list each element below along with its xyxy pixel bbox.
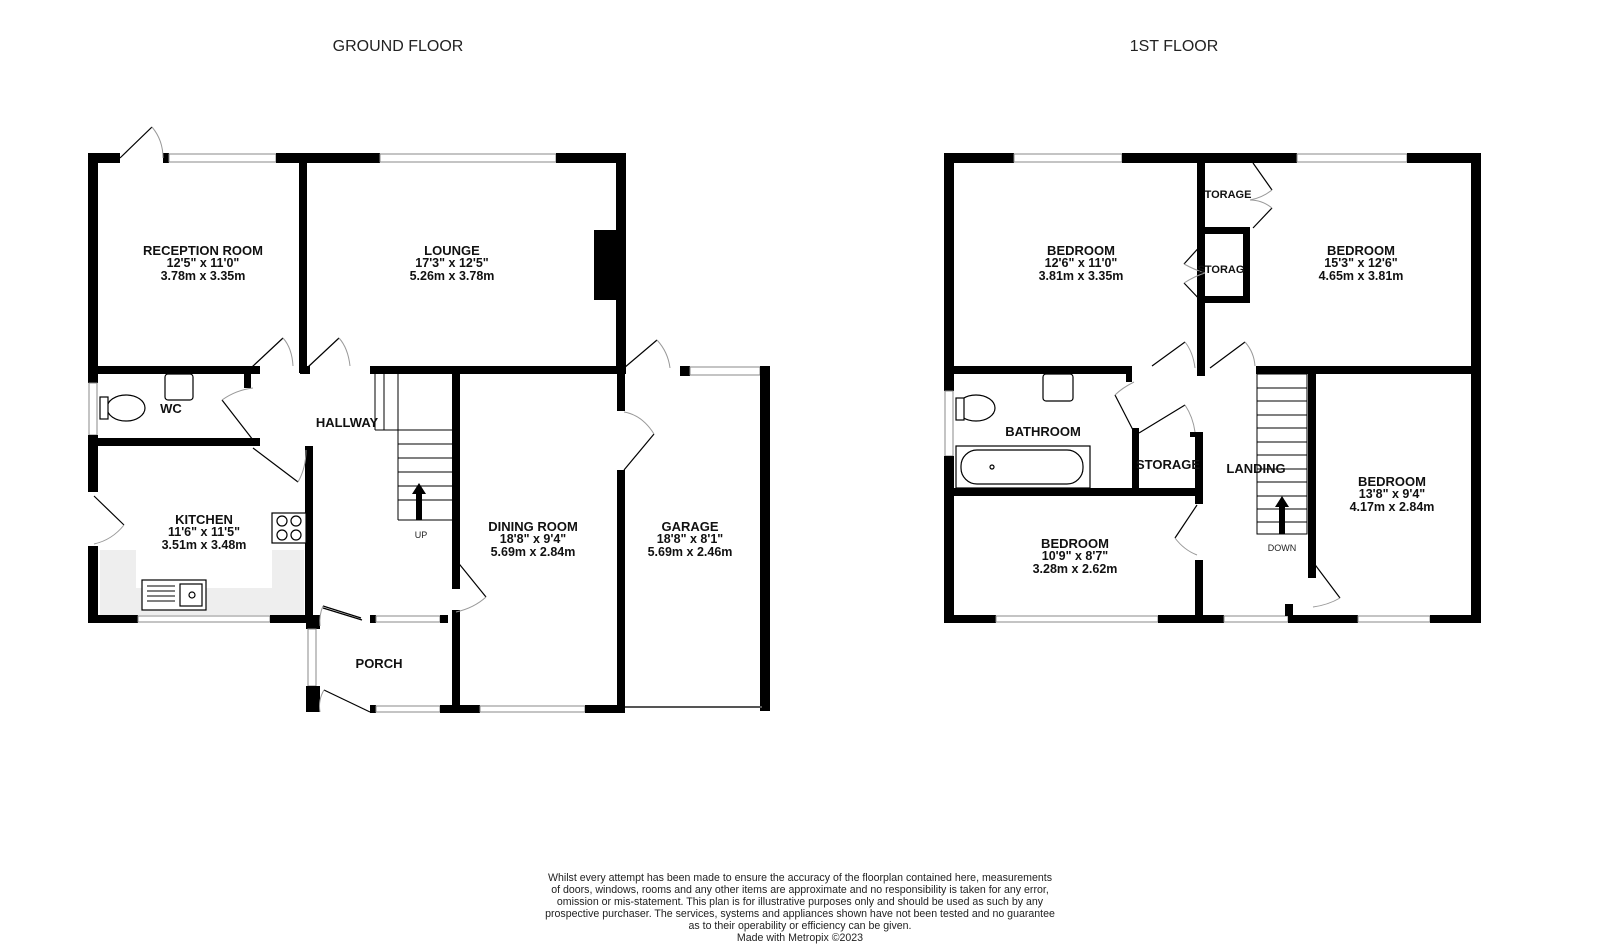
- ground-doors: [93, 126, 671, 713]
- disclaimer-line: of doors, windows, rooms and any other i…: [551, 884, 1049, 896]
- room-hallway: HALLWAY: [315, 415, 379, 430]
- first-stairs: [1256, 373, 1308, 535]
- ground-floor-title: GROUND FLOOR: [332, 38, 464, 55]
- stairs-down-label: DOWN: [1267, 543, 1297, 553]
- room-storage-landing: STORAGE: [1135, 457, 1201, 472]
- disclaimer-line: as to their operability or efficiency ca…: [688, 920, 912, 932]
- ground-fixtures: [99, 373, 307, 615]
- room-bedroom-2: BEDROOM 15'3" x 12'6" 4.65m x 3.81m: [1318, 243, 1404, 283]
- stairs-up-label: UP: [414, 530, 428, 540]
- first-floor-plan: [944, 153, 1481, 623]
- room-porch: PORCH: [355, 656, 403, 671]
- room-bedroom-4: BEDROOM 10'9" x 8'7" 3.28m x 2.62m: [1032, 536, 1118, 576]
- disclaimer-line: prospective purchaser. The services, sys…: [545, 908, 1055, 920]
- first-fixtures: [955, 373, 1091, 489]
- room-reception: RECEPTION ROOM 12'5" x 11'0" 3.78m x 3.3…: [143, 243, 263, 283]
- room-landing: LANDING: [1226, 461, 1286, 476]
- room-bedroom-1: BEDROOM 12'6" x 11'0" 3.81m x 3.35m: [1038, 243, 1124, 283]
- room-garage: GARAGE 18'8" x 8'1" 5.69m x 2.46m: [647, 519, 733, 559]
- credit: Made with Metropix ©2023: [736, 932, 864, 944]
- room-wc: WC: [160, 401, 182, 416]
- room-dining: DINING ROOM 18'8" x 9'4" 5.69m x 2.84m: [488, 519, 578, 559]
- room-kitchen: KITCHEN 11'6" x 11'5" 3.51m x 3.48m: [161, 512, 247, 552]
- room-storage-mid: STORAG: [1197, 264, 1245, 276]
- room-bedroom-3: BEDROOM 13'8" x 9'4" 4.17m x 2.84m: [1349, 474, 1435, 514]
- room-storage-top: TORAGE: [1204, 189, 1252, 201]
- disclaimer-line: omission or mis-statement. This plan is …: [556, 896, 1044, 908]
- first-doors: [1114, 162, 1341, 608]
- ground-stairs: [374, 374, 452, 521]
- ground-floor-plan: [88, 126, 770, 713]
- disclaimer-line: Whilst every attempt has been made to en…: [547, 872, 1053, 884]
- first-floor-title: 1ST FLOOR: [1129, 38, 1219, 55]
- room-bathroom: BATHROOM: [1005, 424, 1081, 439]
- room-lounge: LOUNGE 17'3" x 12'5" 5.26m x 3.78m: [409, 243, 495, 283]
- disclaimer: Whilst every attempt has been made to en…: [500, 872, 1100, 944]
